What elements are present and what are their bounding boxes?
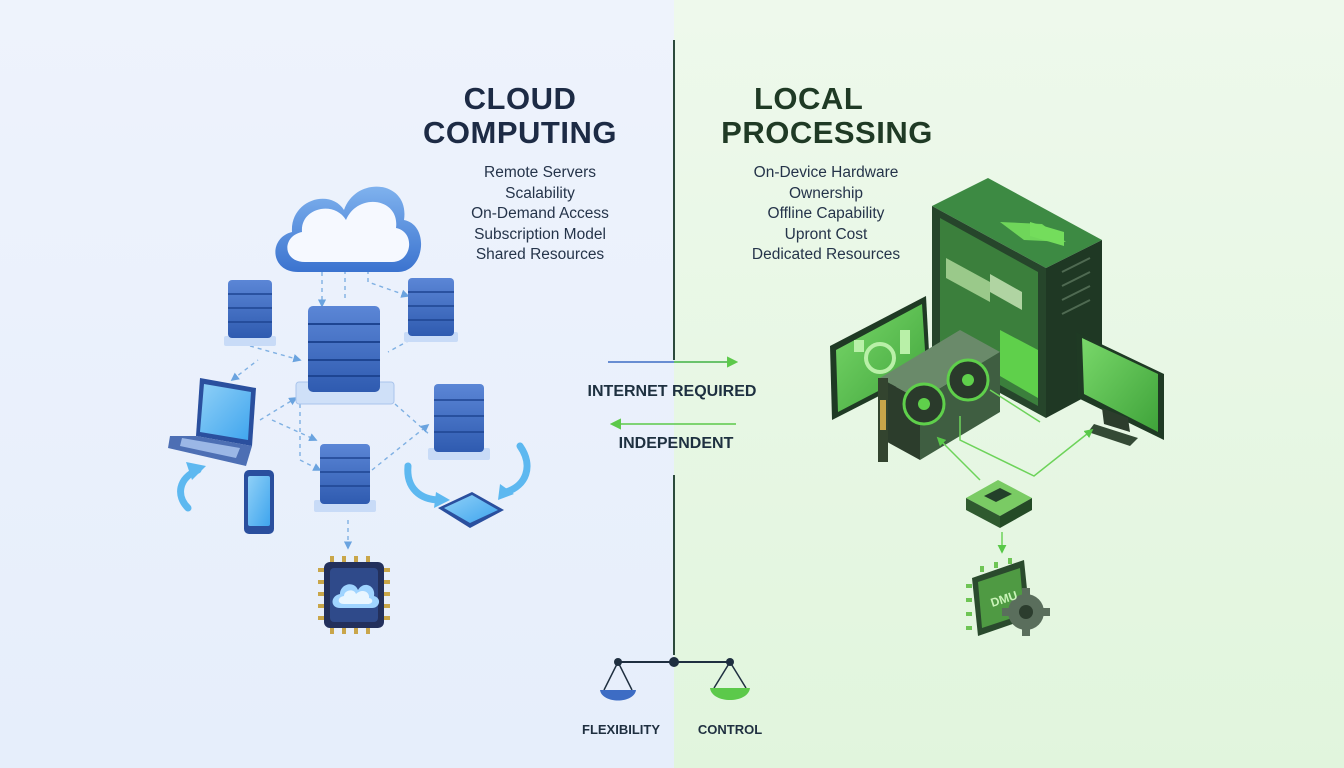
divider-lower [673, 475, 675, 655]
gpu-icon [878, 330, 1000, 462]
tablet-icon [438, 492, 504, 528]
local-feature: Upront Cost [784, 225, 868, 243]
phone-icon [244, 470, 274, 534]
pc-tower-icon [932, 178, 1102, 418]
monitor-icon [1076, 332, 1164, 446]
local-connections [936, 389, 1094, 554]
flexibility-label: FLEXIBILITY [582, 722, 660, 737]
cloud-title: CLOUD COMPUTING [404, 82, 636, 150]
cloud-feature: Scalability [505, 184, 575, 202]
server-icon [404, 278, 458, 342]
sync-arrowhead [498, 484, 514, 500]
local-feature-list: On-Device Hardware Ownership Offline Cap… [708, 163, 944, 266]
divider-upper [673, 40, 675, 360]
local-title-line1: LOCAL [754, 81, 864, 116]
sync-arrowhead [434, 492, 450, 508]
independent-label: INDEPENDENT [618, 435, 734, 452]
scale-pan-right [710, 688, 750, 700]
local-feature: On-Device Hardware [753, 164, 899, 181]
cloud-feature: Subscription Model [474, 225, 606, 243]
cloud-chip-icon [318, 556, 390, 634]
cloud-feature: Remote Servers [484, 164, 596, 181]
server-icon [314, 444, 376, 512]
server-icon [224, 280, 276, 346]
local-title-line2: PROCESSING [721, 115, 933, 150]
local-chip-icon [966, 558, 1050, 636]
ssd-icon [966, 480, 1032, 528]
connection-lines [230, 260, 431, 550]
cloud-title-line2: COMPUTING [423, 115, 617, 150]
local-feature: Dedicated Resources [751, 246, 901, 263]
local-hardware [830, 178, 1164, 636]
main-server-icon [295, 306, 395, 405]
cloud-feature-list: Remote Servers Scalability On-Demand Acc… [430, 163, 650, 266]
cloud-feature: Shared Resources [475, 246, 605, 263]
cloud-title-line1: CLOUD [463, 81, 577, 116]
balance-scale-icon [600, 657, 750, 701]
laptop-icon [168, 378, 256, 466]
scale-pan-left [600, 690, 636, 701]
cloud-feature: On-Demand Access [471, 205, 609, 222]
server-icon [428, 384, 490, 460]
internet-required-label: INTERNET REQUIRED [587, 383, 757, 400]
cloud-network [168, 186, 531, 634]
local-title: LOCAL PROCESSING [712, 82, 942, 150]
monitor-icon [830, 296, 930, 420]
cloud-icon [275, 186, 422, 272]
control-label: CONTROL [697, 722, 763, 737]
sync-arrowhead [186, 462, 206, 480]
local-feature: Offline Capability [767, 205, 885, 222]
local-feature: Ownership [788, 184, 864, 202]
